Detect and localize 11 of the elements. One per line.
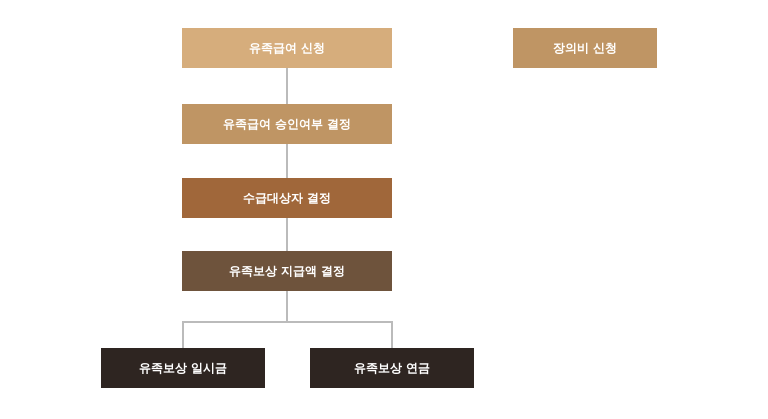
connector-line (286, 218, 288, 251)
process-box: 유족보상 지급액 결정 (182, 251, 392, 291)
connector-line (286, 291, 393, 348)
process-box: 유족급여 신청 (182, 28, 392, 68)
process-box: 장의비 신청 (513, 28, 657, 68)
process-box: 유족보상 일시금 (101, 348, 265, 388)
process-box: 수급대상자 결정 (182, 178, 392, 218)
process-box: 유족급여 승인여부 결정 (182, 104, 392, 144)
process-box: 유족보상 연금 (310, 348, 474, 388)
connector-line (286, 144, 288, 178)
connector-line (286, 68, 288, 104)
